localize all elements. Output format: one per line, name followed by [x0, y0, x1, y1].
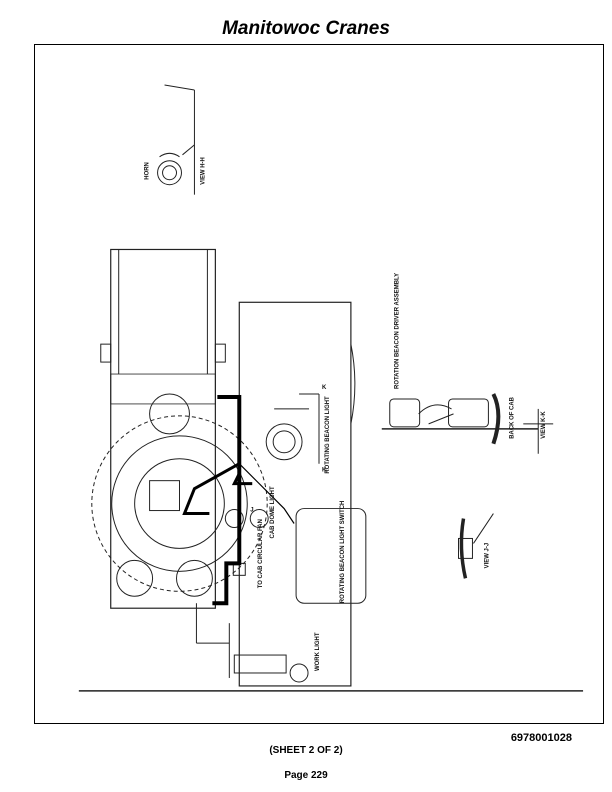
rotating-beacon-light-switch-label: ROTATING BEACON LIGHT SWITCH	[340, 501, 346, 604]
rotation-beacon-driver-assembly-label: ROTATION BEACON DRIVER ASSEMBLY	[395, 273, 401, 389]
k-marker: K	[322, 468, 327, 474]
back-of-cab-label: BACK OF CAB	[509, 396, 515, 438]
sheet-label: (SHEET 2 OF 2)	[269, 745, 343, 756]
wiring-harness	[212, 394, 242, 606]
horn-detail	[157, 84, 195, 195]
page-title: Manitowoc Cranes	[222, 18, 390, 39]
drawing-number: 6978001028	[510, 732, 572, 744]
rotating-beacon-light-label: ROTATING BEACON LIGHT	[325, 396, 331, 474]
diagram-frame: HORN VIEW H-H ROTATING BEACON LIGHT CAB …	[34, 44, 604, 724]
view-jj-label: VIEW J-J	[484, 543, 490, 569]
j-marker: J	[250, 508, 253, 514]
upperworks-frame	[110, 248, 216, 609]
k-marker: K	[322, 385, 327, 391]
to-cab-circulating-fan-label: TO CAB CIRCULAR FAN	[258, 519, 264, 588]
turntable-circle	[91, 415, 268, 592]
beacon-driver-assembly	[381, 393, 554, 454]
view-jj-detail	[458, 513, 494, 579]
cab-dome-light-label: CAB DOME LIGHT	[270, 486, 276, 538]
cab-outline	[238, 301, 352, 687]
horn-label: HORN	[145, 162, 151, 180]
rotating-beacon	[265, 423, 303, 461]
work-light-label: WORK LIGHT	[315, 632, 321, 671]
wiring-diagram: HORN VIEW H-H ROTATING BEACON LIGHT CAB …	[78, 84, 584, 692]
view-hh-label: VIEW H-H	[200, 157, 206, 185]
view-kk-label: VIEW K-K	[541, 411, 547, 439]
page-number: Page 229	[284, 770, 328, 781]
